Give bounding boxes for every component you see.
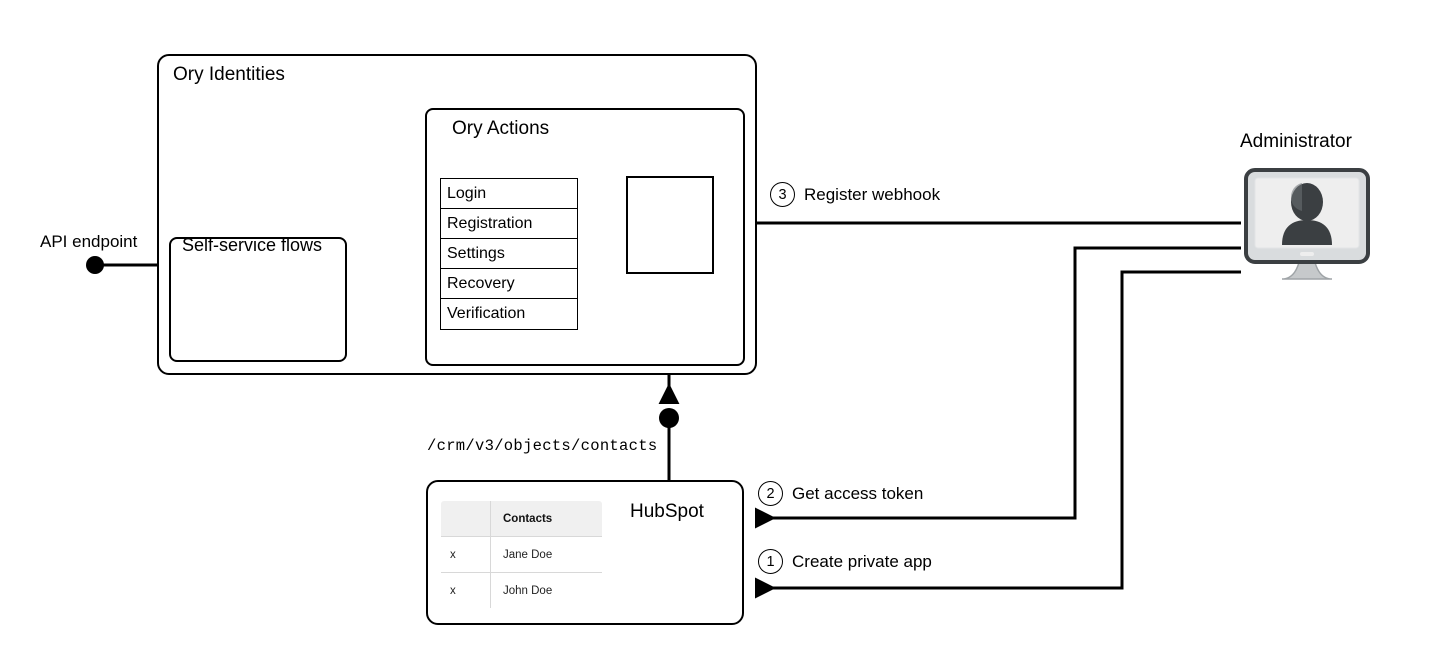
step-1-number-badge: 1: [758, 549, 783, 574]
contacts-row-name-1: John Doe: [490, 572, 602, 608]
step-3: 3 Register webhook: [770, 182, 940, 207]
flow-list-item-login[interactable]: Login: [441, 179, 577, 209]
ory-actions-title: Ory Actions: [452, 118, 550, 139]
contacts-table-header-row: Contacts: [441, 501, 602, 537]
contacts-row-select-0[interactable]: x: [441, 536, 491, 573]
api-endpoint-connector: [86, 256, 158, 274]
step-1: 1 Create private app: [758, 549, 932, 574]
flow-list-item-registration[interactable]: Registration: [441, 209, 577, 239]
self-service-flows-container: [169, 237, 347, 362]
step-1-label: Create private app: [792, 551, 932, 571]
contacts-table-header-select: [441, 501, 491, 537]
webhook-target-box: [626, 176, 714, 274]
step-2: 2 Get access token: [758, 481, 923, 506]
step-2-arrow: [754, 246, 1241, 529]
flow-list-item-verification[interactable]: Verification: [447, 305, 526, 322]
step-1-arrow: [754, 270, 1241, 599]
monitor-user-icon: [1244, 168, 1370, 280]
table-row[interactable]: x Jane Doe: [441, 536, 602, 573]
hubspot-title: HubSpot: [630, 501, 704, 522]
api-endpoint-label: API endpoint: [40, 232, 138, 251]
step-3-number-badge: 3: [770, 182, 795, 207]
contacts-table-header-contacts: Contacts: [490, 501, 602, 537]
flow-list-item-recovery[interactable]: Recovery: [441, 269, 577, 299]
contacts-row-select-1[interactable]: x: [441, 572, 491, 608]
hubspot-endpoint-path-label: /crm/v3/objects/contacts: [427, 437, 658, 455]
self-service-flows-title: Self-service flows: [182, 235, 323, 255]
step-3-label: Register webhook: [804, 184, 941, 204]
administrator-label: Administrator: [1240, 131, 1352, 152]
contacts-row-name-0: Jane Doe: [490, 536, 602, 573]
ory-actions-flow-list: Login Registration Settings Recovery Ver…: [440, 178, 578, 330]
flow-list-item-settings[interactable]: Settings: [441, 239, 577, 269]
step-2-number-badge: 2: [758, 481, 783, 506]
table-row[interactable]: x John Doe: [441, 572, 602, 608]
ory-identities-title: Ory Identities: [173, 64, 285, 85]
contacts-table: Contacts x Jane Doe x John Doe: [440, 500, 603, 609]
step-2-label: Get access token: [792, 483, 924, 503]
